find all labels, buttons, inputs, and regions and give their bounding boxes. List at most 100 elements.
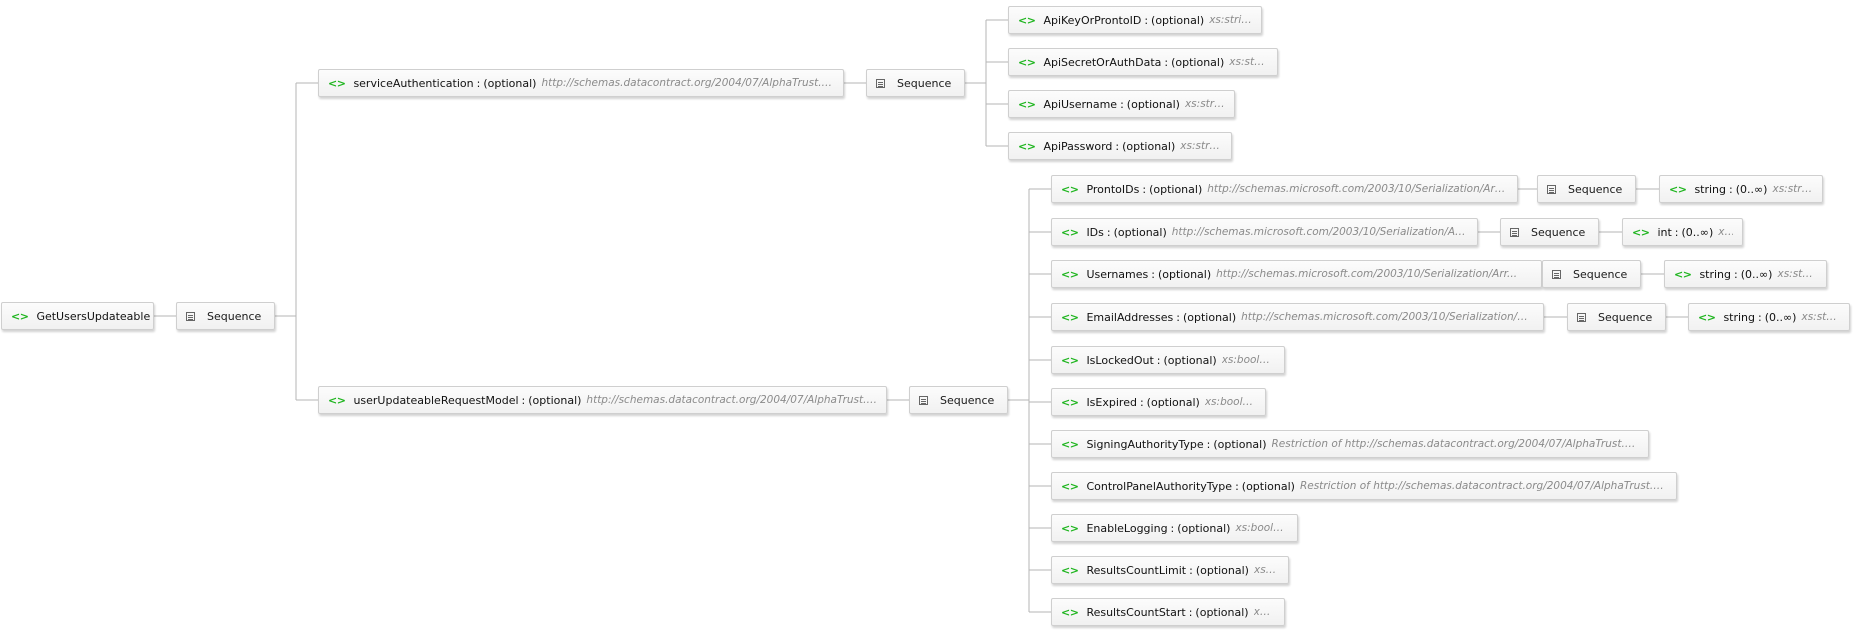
element-name: ApiKeyOrProntoID bbox=[1043, 13, 1142, 27]
element-type: xs:string bbox=[1229, 56, 1268, 68]
element-type: http://schemas.datacontract.org/2004/07/… bbox=[541, 77, 834, 89]
optional-label: (optional) bbox=[1113, 225, 1167, 239]
sequence-icon bbox=[1510, 227, 1519, 237]
element-type: http://schemas.microsoft.com/2003/10/Ser… bbox=[1216, 268, 1518, 280]
element-type: xs:int bbox=[1718, 226, 1733, 238]
element-name: serviceAuthentication bbox=[353, 76, 474, 90]
sequence-node[interactable]: Sequence bbox=[1567, 303, 1666, 331]
string-item-node[interactable]: <> string : (0..∞) xs:string bbox=[1688, 303, 1850, 331]
element-name: GetUsersUpdateable bbox=[36, 309, 151, 323]
element-type: xs:string bbox=[1209, 14, 1252, 26]
element-name: ResultsCountStart bbox=[1086, 605, 1186, 619]
element-type: http://schemas.microsoft.com/2003/10/Ser… bbox=[1171, 226, 1468, 238]
element-name: int bbox=[1657, 225, 1672, 239]
separator: : bbox=[1206, 437, 1211, 451]
is-expired-node[interactable]: <> IsExpired : (optional) xs:boolean bbox=[1051, 388, 1266, 416]
api-username-node[interactable]: <> ApiUsername : (optional) xs:string bbox=[1008, 90, 1235, 118]
element-name: ControlPanelAuthorityType bbox=[1086, 479, 1233, 493]
angle-brackets-icon: <> bbox=[1669, 182, 1687, 196]
angle-brackets-icon: <> bbox=[1061, 353, 1079, 367]
separator: : bbox=[476, 76, 481, 90]
optional-label: (optional) bbox=[1213, 437, 1267, 451]
sequence-label: Sequence bbox=[1531, 225, 1586, 239]
optional-label: (optional) bbox=[1195, 605, 1249, 619]
angle-brackets-icon: <> bbox=[1061, 267, 1079, 281]
angle-brackets-icon: <> bbox=[1674, 267, 1692, 281]
request-model-node[interactable]: <> userUpdateableRequestModel : (optiona… bbox=[318, 386, 887, 414]
ids-node[interactable]: <> IDs : (optional) http://schemas.micro… bbox=[1051, 218, 1478, 246]
string-item-node[interactable]: <> string : (0..∞) xs:string bbox=[1664, 260, 1827, 288]
element-type: Restriction of http://schemas.datacontra… bbox=[1299, 480, 1667, 492]
sequence-node[interactable]: Sequence bbox=[866, 69, 965, 97]
angle-brackets-icon: <> bbox=[1018, 13, 1036, 27]
element-name: Usernames bbox=[1086, 267, 1149, 281]
is-locked-out-node[interactable]: <> IsLockedOut : (optional) xs:boolean bbox=[1051, 346, 1285, 374]
sequence-label: Sequence bbox=[1598, 310, 1653, 324]
string-item-node[interactable]: <> string : (0..∞) xs:string bbox=[1659, 175, 1823, 203]
element-name: IDs bbox=[1086, 225, 1104, 239]
element-name: string bbox=[1699, 267, 1732, 281]
element-name: EnableLogging bbox=[1086, 521, 1168, 535]
root-element-node[interactable]: <> GetUsersUpdateable bbox=[1, 302, 154, 330]
separator: : bbox=[1170, 521, 1175, 535]
separator: : bbox=[521, 393, 526, 407]
element-name: string bbox=[1723, 310, 1756, 324]
api-key-node[interactable]: <> ApiKeyOrProntoID : (optional) xs:stri… bbox=[1008, 6, 1262, 34]
element-type: xs:boolean bbox=[1235, 522, 1288, 534]
element-type: xs:int bbox=[1253, 564, 1279, 576]
results-count-start-node[interactable]: <> ResultsCountStart : (optional) xs:int bbox=[1051, 598, 1285, 626]
angle-brackets-icon: <> bbox=[1061, 563, 1079, 577]
sequence-label: Sequence bbox=[940, 393, 995, 407]
optional-label: (optional) bbox=[1151, 13, 1205, 27]
sequence-node[interactable]: Sequence bbox=[176, 302, 275, 330]
element-name: ApiSecretOrAuthData bbox=[1043, 55, 1162, 69]
element-name: SigningAuthorityType bbox=[1086, 437, 1204, 451]
sequence-label: Sequence bbox=[1568, 182, 1623, 196]
sequence-node[interactable]: Sequence bbox=[1542, 260, 1641, 288]
optional-label: (optional) bbox=[1171, 55, 1225, 69]
angle-brackets-icon: <> bbox=[11, 309, 29, 323]
signing-authority-type-node[interactable]: <> SigningAuthorityType : (optional) Res… bbox=[1051, 430, 1649, 458]
sequence-icon bbox=[876, 78, 885, 88]
element-type: http://schemas.microsoft.com/2003/10/Ser… bbox=[1241, 311, 1534, 323]
optional-label: (optional) bbox=[1146, 395, 1200, 409]
results-count-limit-node[interactable]: <> ResultsCountLimit : (optional) xs:int bbox=[1051, 556, 1289, 584]
sequence-node[interactable]: Sequence bbox=[1537, 175, 1636, 203]
enable-logging-node[interactable]: <> EnableLogging : (optional) xs:boolean bbox=[1051, 514, 1298, 542]
angle-brackets-icon: <> bbox=[1632, 225, 1650, 239]
sequence-node[interactable]: Sequence bbox=[1500, 218, 1599, 246]
sequence-label: Sequence bbox=[897, 76, 952, 90]
angle-brackets-icon: <> bbox=[1018, 97, 1036, 111]
separator: : bbox=[1156, 353, 1161, 367]
separator: : bbox=[1164, 55, 1169, 69]
cardinality: (0..∞) bbox=[1681, 225, 1714, 239]
optional-label: (optional) bbox=[1241, 479, 1295, 493]
separator: : bbox=[1674, 225, 1679, 239]
control-panel-authority-type-node[interactable]: <> ControlPanelAuthorityType : (optional… bbox=[1051, 472, 1677, 500]
service-authentication-node[interactable]: <> serviceAuthentication : (optional) ht… bbox=[318, 69, 844, 97]
optional-label: (optional) bbox=[1157, 267, 1212, 281]
optional-label: (optional) bbox=[1177, 521, 1231, 535]
api-secret-node[interactable]: <> ApiSecretOrAuthData : (optional) xs:s… bbox=[1008, 48, 1278, 76]
element-type: xs:string bbox=[1184, 98, 1225, 110]
angle-brackets-icon: <> bbox=[1061, 605, 1079, 619]
sequence-node[interactable]: Sequence bbox=[909, 386, 1008, 414]
element-type: xs:int bbox=[1253, 606, 1275, 618]
email-addresses-node[interactable]: <> EmailAddresses : (optional) http://sc… bbox=[1051, 303, 1544, 331]
element-name: EmailAddresses bbox=[1086, 310, 1174, 324]
angle-brackets-icon: <> bbox=[1061, 225, 1079, 239]
api-password-node[interactable]: <> ApiPassword : (optional) xs:string bbox=[1008, 132, 1232, 160]
element-type: xs:string bbox=[1180, 140, 1222, 152]
optional-label: (optional) bbox=[1163, 353, 1217, 367]
optional-label: (optional) bbox=[483, 76, 537, 90]
pronto-ids-node[interactable]: <> ProntoIDs : (optional) http://schemas… bbox=[1051, 175, 1518, 203]
usernames-node[interactable]: <> Usernames : (optional) http://schemas… bbox=[1051, 260, 1542, 288]
angle-brackets-icon: <> bbox=[1698, 310, 1716, 324]
cardinality: (0..∞) bbox=[1735, 182, 1768, 196]
element-name: string bbox=[1694, 182, 1727, 196]
sequence-label: Sequence bbox=[207, 309, 262, 323]
separator: : bbox=[1139, 395, 1144, 409]
separator: : bbox=[1144, 13, 1149, 27]
int-item-node[interactable]: <> int : (0..∞) xs:int bbox=[1622, 218, 1743, 246]
